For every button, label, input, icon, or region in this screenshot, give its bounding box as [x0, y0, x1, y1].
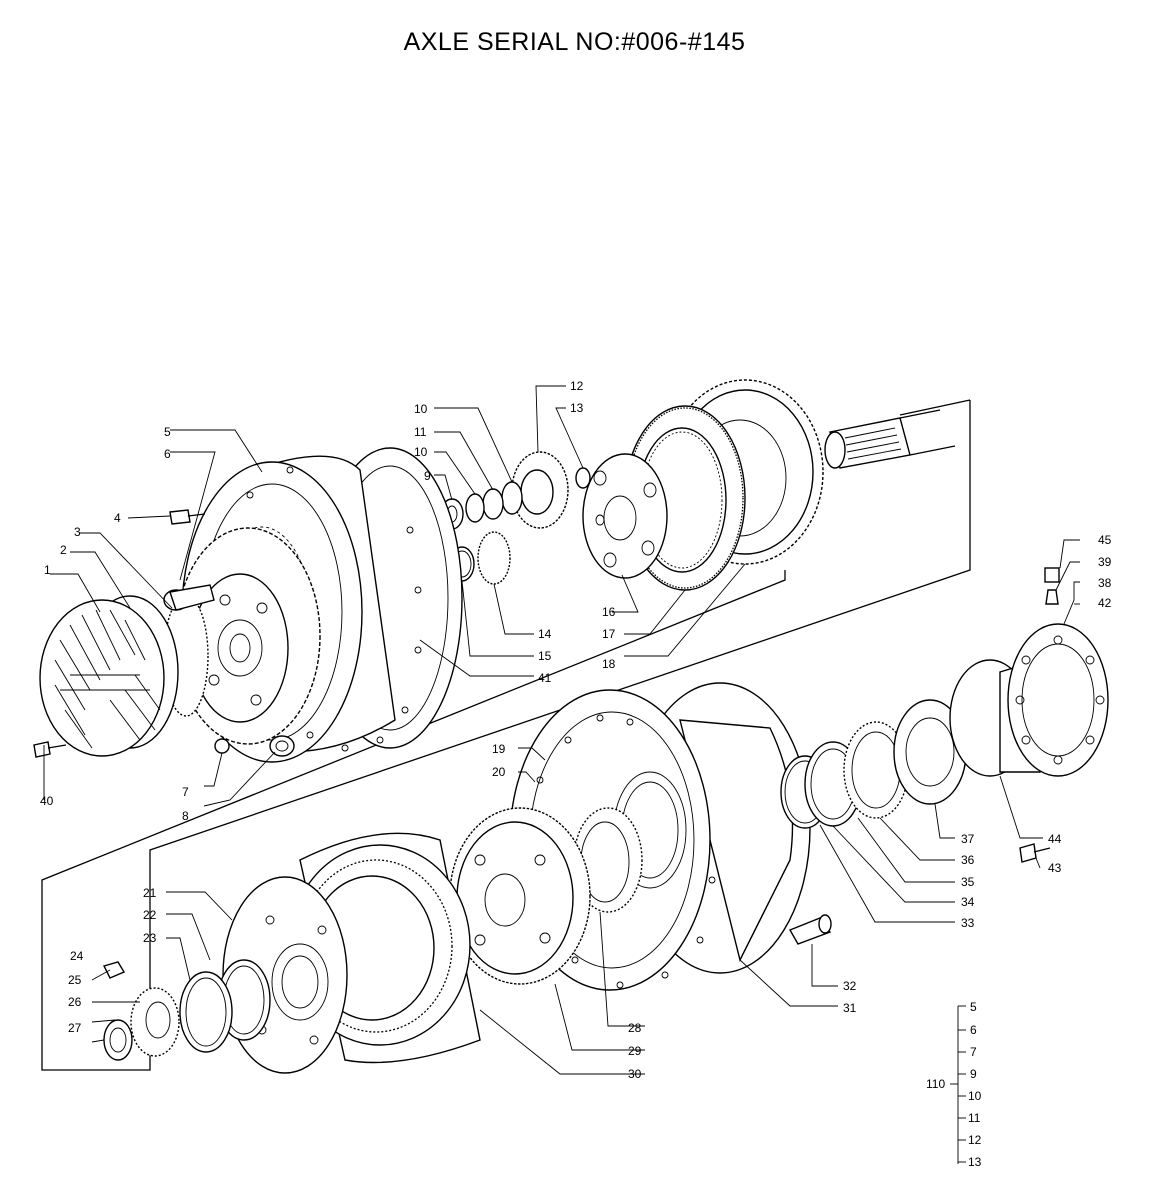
spindle-44: [949, 623, 1109, 777]
callout-3: 3: [74, 525, 81, 539]
bearing-25: [130, 987, 180, 1057]
planet-gear-12: [511, 451, 591, 529]
axle-shaft: [824, 409, 956, 469]
callout-27: 27: [68, 1021, 82, 1035]
bolt-4: [169, 509, 206, 525]
callout-31: 31: [843, 1001, 857, 1015]
callout-38: 38: [1098, 576, 1112, 590]
callout-14: 14: [538, 627, 552, 641]
callout-24: 24: [70, 949, 84, 963]
kit-item-7: 7: [970, 1045, 977, 1059]
washer-27: [103, 1019, 133, 1061]
plug-8: [269, 735, 295, 757]
callout-21: 21: [143, 886, 157, 900]
kit-item-12: 12: [968, 1133, 982, 1147]
callout-40: 40: [40, 794, 54, 808]
callout-18: 18: [602, 657, 616, 671]
callout-30: 30: [628, 1067, 642, 1081]
callout-26: 26: [68, 995, 82, 1009]
callout-11: 11: [414, 425, 427, 439]
callout-29: 29: [628, 1044, 642, 1058]
key-24: [102, 961, 126, 979]
kit-item-6: 6: [970, 1023, 977, 1037]
kit-item-9: 9: [970, 1067, 977, 1081]
callout-32: 32: [843, 979, 857, 993]
callout-35: 35: [961, 875, 975, 889]
callout-13: 13: [570, 401, 584, 415]
callout-6: 6: [164, 447, 171, 461]
callout-37: 37: [961, 832, 975, 846]
callout-12: 12: [570, 379, 584, 393]
callout-36: 36: [961, 853, 975, 867]
callout-19: 19: [492, 742, 506, 756]
callout-10a: 10: [414, 402, 428, 416]
callout-labels: 1 2 3 4 5 6 7 8 9 10 10 11 12 13 14 15 1…: [40, 379, 1112, 1081]
callout-1: 1: [44, 563, 51, 577]
callout-43: 43: [1048, 861, 1062, 875]
end-cover-1: [39, 595, 179, 757]
kit-item-13: 13: [968, 1155, 982, 1169]
drum-30: [222, 832, 481, 1074]
ring-gear-29: [449, 807, 591, 985]
callout-7: 7: [182, 785, 189, 799]
planet-carrier-16: [582, 453, 668, 579]
callout-4: 4: [114, 511, 121, 525]
plug-7: [214, 738, 230, 754]
callout-9: 9: [424, 469, 431, 483]
kit-110-list: 110 5 6 7 9 10 11 12 13: [926, 1000, 982, 1169]
nipple-39: [1045, 589, 1059, 605]
callout-5: 5: [164, 425, 171, 439]
callout-15: 15: [538, 649, 552, 663]
callout-45: 45: [1098, 533, 1112, 547]
kit-item-10: 10: [968, 1089, 982, 1103]
cooling-fins-drum: [175, 527, 321, 745]
callout-28: 28: [628, 1021, 642, 1035]
callout-42: 42: [1098, 596, 1112, 610]
kit-item-5: 5: [970, 1000, 977, 1014]
leader-lines: [43, 385, 1080, 1164]
callout-33: 33: [961, 916, 975, 930]
callout-22: 22: [143, 908, 157, 922]
callout-8: 8: [182, 809, 189, 823]
callout-17: 17: [602, 627, 616, 641]
callout-20: 20: [492, 765, 506, 779]
callout-39: 39: [1098, 555, 1112, 569]
kit-number: 110: [926, 1077, 945, 1091]
callout-23: 23: [143, 931, 157, 945]
needle-bearing-set: [440, 481, 523, 530]
seal-stack: [780, 699, 967, 829]
bolt-40: [33, 741, 67, 758]
callout-10b: 10: [414, 445, 428, 459]
callout-41: 41: [538, 671, 552, 685]
callout-25: 25: [68, 973, 82, 987]
diagram-title: AXLE SERIAL NO:#006-#145: [403, 28, 746, 56]
frame-lines: [41, 399, 971, 1071]
callout-16: 16: [602, 605, 616, 619]
callout-34: 34: [961, 895, 975, 909]
spacer-rings: [179, 959, 271, 1053]
bolt-43: [1019, 843, 1051, 863]
callout-44: 44: [1048, 832, 1062, 846]
cap-45: [1044, 567, 1060, 583]
callout-2: 2: [60, 543, 67, 557]
kit-item-11: 11: [968, 1111, 981, 1125]
pin-32: [788, 914, 832, 945]
